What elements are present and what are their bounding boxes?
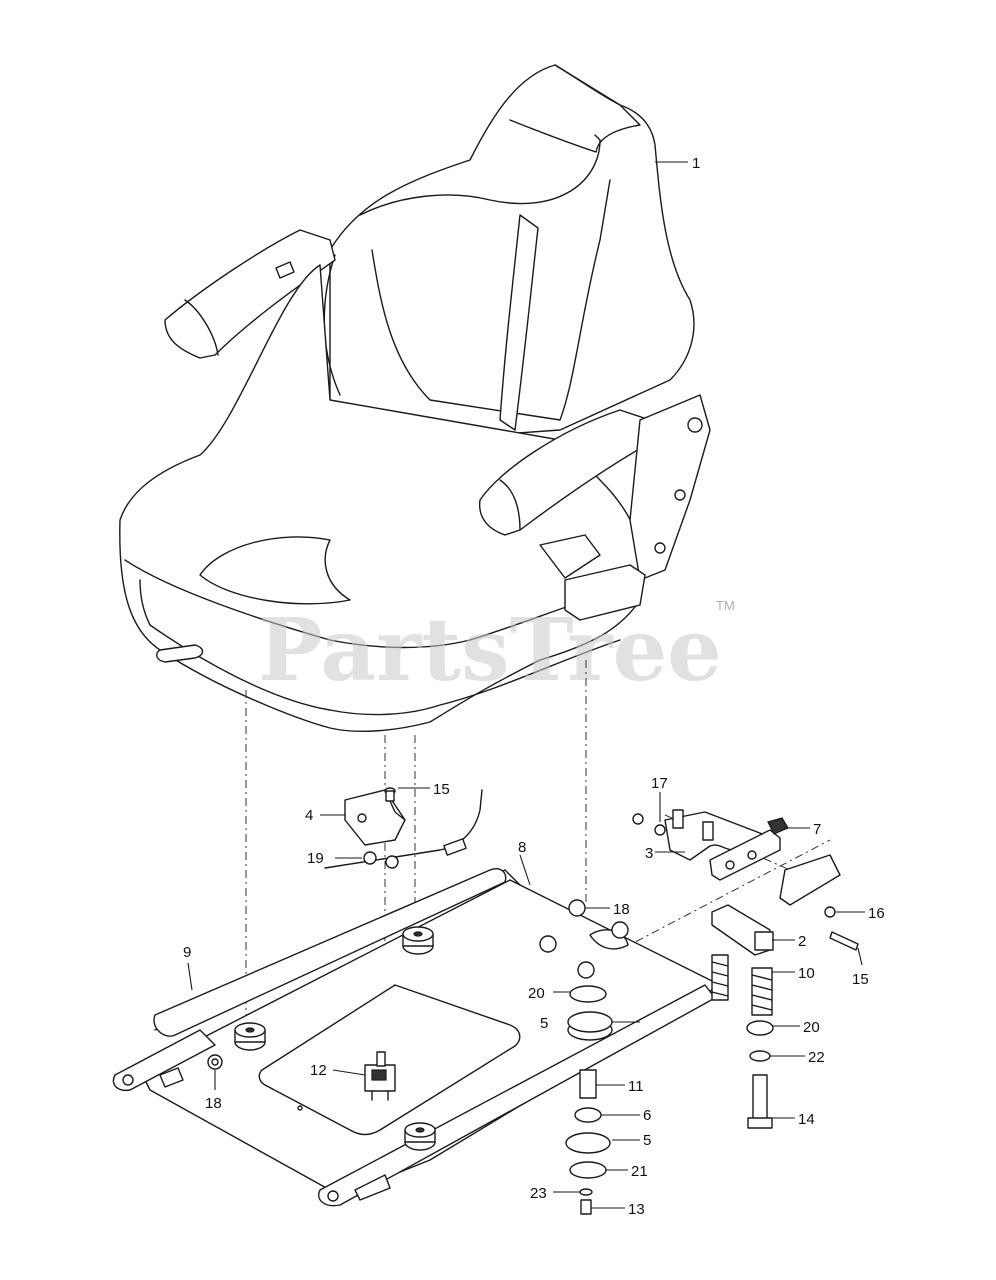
isolator-left bbox=[234, 1022, 266, 1051]
stack-bushing-6 bbox=[574, 1107, 602, 1123]
seat-cushion-contour bbox=[199, 536, 351, 605]
latch-rivet-16 bbox=[824, 906, 836, 918]
stack-isolator-5b bbox=[565, 1132, 611, 1154]
callout-3[interactable]: 3 bbox=[645, 845, 653, 862]
latch-nut bbox=[632, 813, 644, 825]
seat-armrest-left-edge bbox=[184, 299, 219, 356]
seat-cushion-front-edge bbox=[124, 559, 621, 649]
suspension-bolt-14 bbox=[752, 1074, 768, 1121]
callout-17[interactable]: 17 bbox=[651, 775, 668, 792]
latch-nut-17 bbox=[654, 824, 666, 836]
latch-stud-2 bbox=[672, 809, 684, 829]
callout-12[interactable]: 12 bbox=[310, 1062, 327, 1079]
seat-recline-bracket bbox=[629, 394, 711, 581]
callout-10[interactable]: 10 bbox=[798, 965, 815, 982]
callout-23[interactable]: 23 bbox=[530, 1185, 547, 1202]
stack-nut bbox=[577, 961, 595, 979]
callout-13[interactable]: 13 bbox=[628, 1201, 645, 1218]
seat-backrest-panel-edge bbox=[371, 179, 611, 421]
recline-pivot-bolt bbox=[687, 417, 703, 433]
seat-belt-buckle bbox=[539, 534, 601, 579]
suspension-spring-left bbox=[711, 954, 729, 1001]
callout-19[interactable]: 19 bbox=[307, 850, 324, 867]
callout-18a[interactable]: 18 bbox=[613, 901, 630, 918]
bracket-nuts bbox=[363, 851, 399, 869]
switch-bracket[interactable] bbox=[344, 789, 406, 846]
hardware-stack-right bbox=[565, 961, 613, 1215]
seat-backrest-panel bbox=[359, 134, 601, 216]
base-plate-cutout bbox=[258, 984, 521, 1136]
harness-connector bbox=[443, 838, 467, 856]
suspension-spring-10 bbox=[751, 967, 773, 1016]
rail-hole-right bbox=[327, 1190, 339, 1202]
isolator-center bbox=[402, 926, 434, 955]
slide-rail-upper bbox=[153, 868, 507, 1037]
seat-backrest bbox=[329, 64, 695, 441]
callout-16[interactable]: 16 bbox=[868, 905, 885, 922]
seat-cushion-base bbox=[149, 624, 621, 716]
seat-backrest-top bbox=[509, 64, 641, 153]
wire-harness bbox=[324, 789, 483, 869]
parts-tree-watermark: PartsTree bbox=[258, 600, 722, 701]
slide-rail-slot bbox=[159, 1067, 184, 1088]
latch-bracket-assembly[interactable] bbox=[632, 809, 859, 951]
latch-bolt-15 bbox=[829, 931, 859, 951]
callout-14[interactable]: 14 bbox=[798, 1111, 815, 1128]
seat-switch[interactable] bbox=[364, 1051, 396, 1101]
alignment-line-bracket bbox=[619, 839, 831, 951]
callout-20a[interactable]: 20 bbox=[528, 985, 545, 1002]
leader-lines bbox=[187, 161, 865, 1209]
callout-1[interactable]: 1 bbox=[692, 155, 700, 172]
callout-18b[interactable]: 18 bbox=[205, 1095, 222, 1112]
seat-assembly[interactable] bbox=[119, 64, 711, 733]
latch-bracket-16 bbox=[779, 854, 841, 906]
seat-adjuster-lever bbox=[156, 644, 204, 663]
recline-bolt-lower bbox=[674, 489, 686, 501]
callout-15a[interactable]: 15 bbox=[433, 781, 450, 798]
rubber-isolators bbox=[234, 926, 436, 1151]
callout-7[interactable]: 7 bbox=[813, 821, 821, 838]
callout-2[interactable]: 2 bbox=[798, 933, 806, 950]
seat-backrest-center-channel bbox=[499, 214, 539, 431]
stack-washer-23 bbox=[579, 1188, 593, 1196]
seat-armrest-right-edge bbox=[499, 479, 521, 531]
slide-rail-latch bbox=[354, 1174, 391, 1201]
rivet bbox=[384, 787, 396, 802]
stack-washer-21 bbox=[569, 1161, 607, 1179]
callout-6[interactable]: 6 bbox=[643, 1107, 651, 1124]
callout-22[interactable]: 22 bbox=[808, 1049, 825, 1066]
rail-hole-left bbox=[122, 1074, 134, 1086]
callout-8[interactable]: 8 bbox=[518, 839, 526, 856]
stack-washer-20 bbox=[569, 985, 607, 1003]
suspension-assembly[interactable] bbox=[711, 904, 774, 1129]
callout-21[interactable]: 21 bbox=[631, 1163, 648, 1180]
callout-labels: 1 2 3 4 5 5 6 7 8 9 10 11 12 13 14 15 15… bbox=[183, 155, 885, 1218]
seat-cushion-side bbox=[139, 579, 151, 626]
callout-20b[interactable]: 20 bbox=[803, 1019, 820, 1036]
isolator-front bbox=[404, 1122, 436, 1151]
recline-bolt-bottom bbox=[654, 542, 666, 554]
plate-nuts bbox=[207, 899, 629, 1070]
callout-15b[interactable]: 15 bbox=[852, 971, 869, 988]
base-plate-hole bbox=[297, 1105, 303, 1111]
callout-5b[interactable]: 5 bbox=[643, 1132, 651, 1149]
trademark-mark: TM bbox=[716, 598, 735, 613]
stack-bolt-13 bbox=[580, 1199, 592, 1215]
suspension-washer-20 bbox=[746, 1020, 774, 1036]
suspension-washer-22 bbox=[749, 1050, 771, 1062]
callout-4[interactable]: 4 bbox=[305, 807, 313, 824]
seat-belt-latch bbox=[564, 564, 646, 621]
callout-9[interactable]: 9 bbox=[183, 944, 191, 961]
stack-spacer-11 bbox=[579, 1069, 597, 1099]
callout-5a[interactable]: 5 bbox=[540, 1015, 548, 1032]
callout-11[interactable]: 11 bbox=[628, 1078, 644, 1095]
slide-rail-lower-front bbox=[112, 1029, 216, 1092]
seat-rear-stud bbox=[275, 261, 295, 279]
seat-armrest-right bbox=[478, 409, 656, 536]
latch-stud bbox=[702, 821, 714, 841]
